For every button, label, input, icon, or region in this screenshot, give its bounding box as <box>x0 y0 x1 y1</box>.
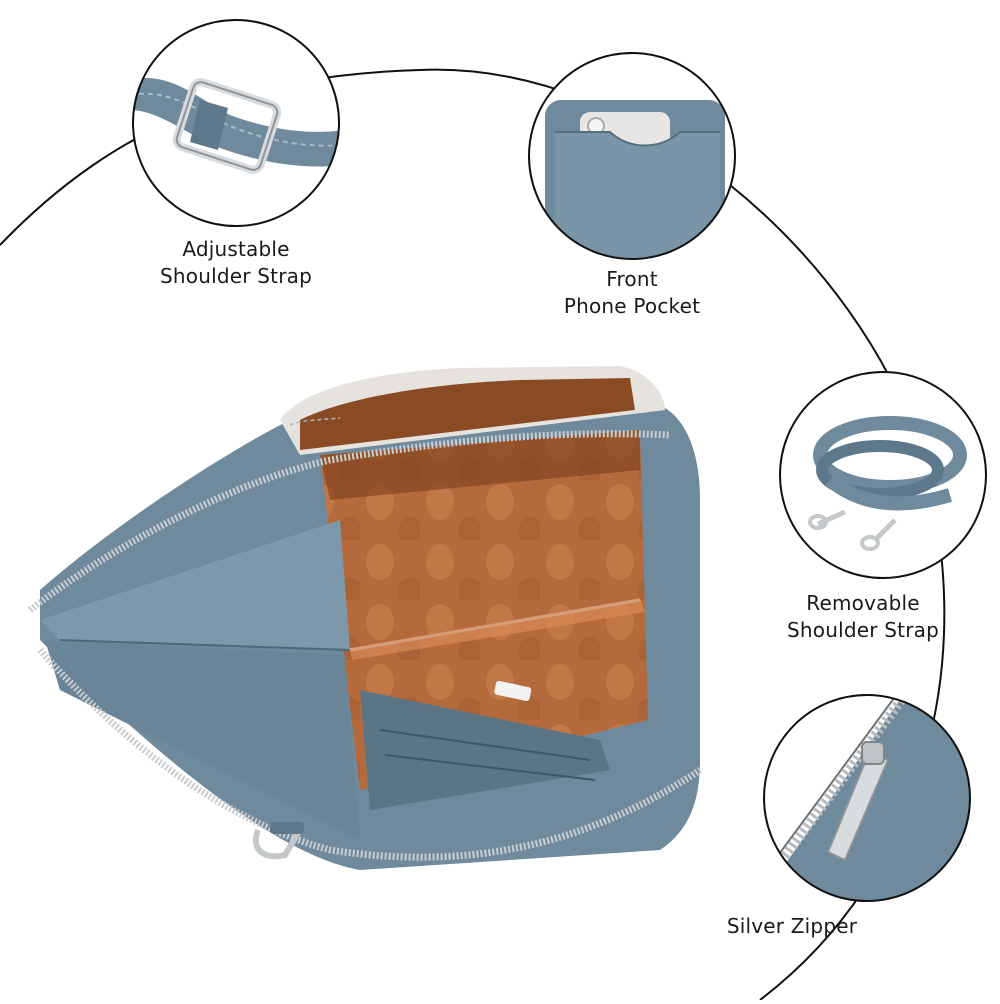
label-removable-strap-line1: Removable <box>806 591 920 615</box>
label-adjustable-strap: Adjustable Shoulder Strap <box>136 236 336 290</box>
label-removable-strap: Removable Shoulder Strap <box>763 590 963 644</box>
label-front-pocket: Front Phone Pocket <box>532 266 732 320</box>
label-removable-strap-line2: Shoulder Strap <box>787 618 939 642</box>
label-front-pocket-line2: Phone Pocket <box>563 294 701 318</box>
label-silver-zipper: Silver Zipper <box>692 913 892 940</box>
label-adjustable-strap-line2: Shoulder Strap <box>160 264 312 288</box>
main-bag-image <box>27 366 702 870</box>
detail-circle-buckle <box>132 19 340 227</box>
label-front-pocket-line1: Front <box>606 267 658 291</box>
label-adjustable-strap-line1: Adjustable <box>182 237 290 261</box>
label-silver-zipper-line1: Silver Zipper <box>726 914 858 938</box>
detail-circle-zipper <box>763 694 971 902</box>
detail-circle-strap <box>779 371 987 579</box>
detail-circle-pocket <box>528 52 736 260</box>
